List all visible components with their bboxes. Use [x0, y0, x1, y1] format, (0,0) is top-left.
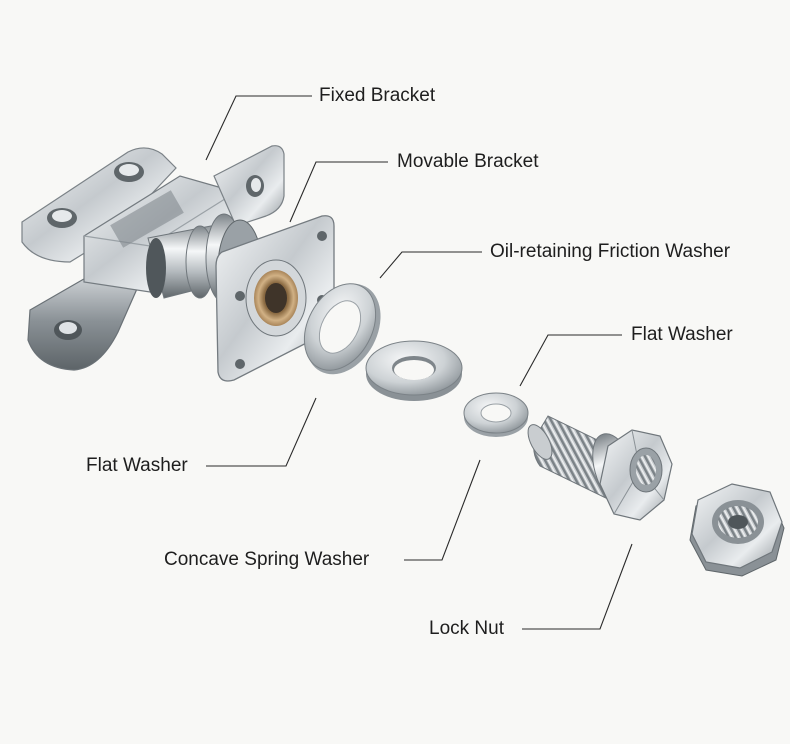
lock-nut-part	[689, 483, 785, 577]
flat-washer-large-part	[365, 340, 463, 401]
bolt-part	[527, 415, 673, 521]
movable-bracket-hole-4	[235, 359, 245, 369]
fixed-bracket-bottom-flange	[27, 271, 141, 371]
label-oil-retaining-friction-washer: Oil-retaining Friction Washer	[490, 241, 731, 262]
movable-bracket-hole-2	[235, 291, 245, 301]
concave-spring-washer-part	[463, 392, 529, 437]
label-movable-bracket: Movable Bracket	[397, 151, 539, 172]
label-concave-spring-washer: Concave Spring Washer	[164, 549, 370, 570]
label-flat-washer-right: Flat Washer	[631, 324, 733, 345]
movable-bracket-hole-1	[317, 231, 327, 241]
label-flat-washer-left: Flat Washer	[86, 455, 188, 476]
label-lock-nut: Lock Nut	[429, 618, 504, 639]
oil-retaining-friction-washer-part	[303, 283, 381, 375]
label-fixed-bracket: Fixed Bracket	[319, 85, 436, 106]
fixed-bracket-part	[21, 145, 285, 371]
